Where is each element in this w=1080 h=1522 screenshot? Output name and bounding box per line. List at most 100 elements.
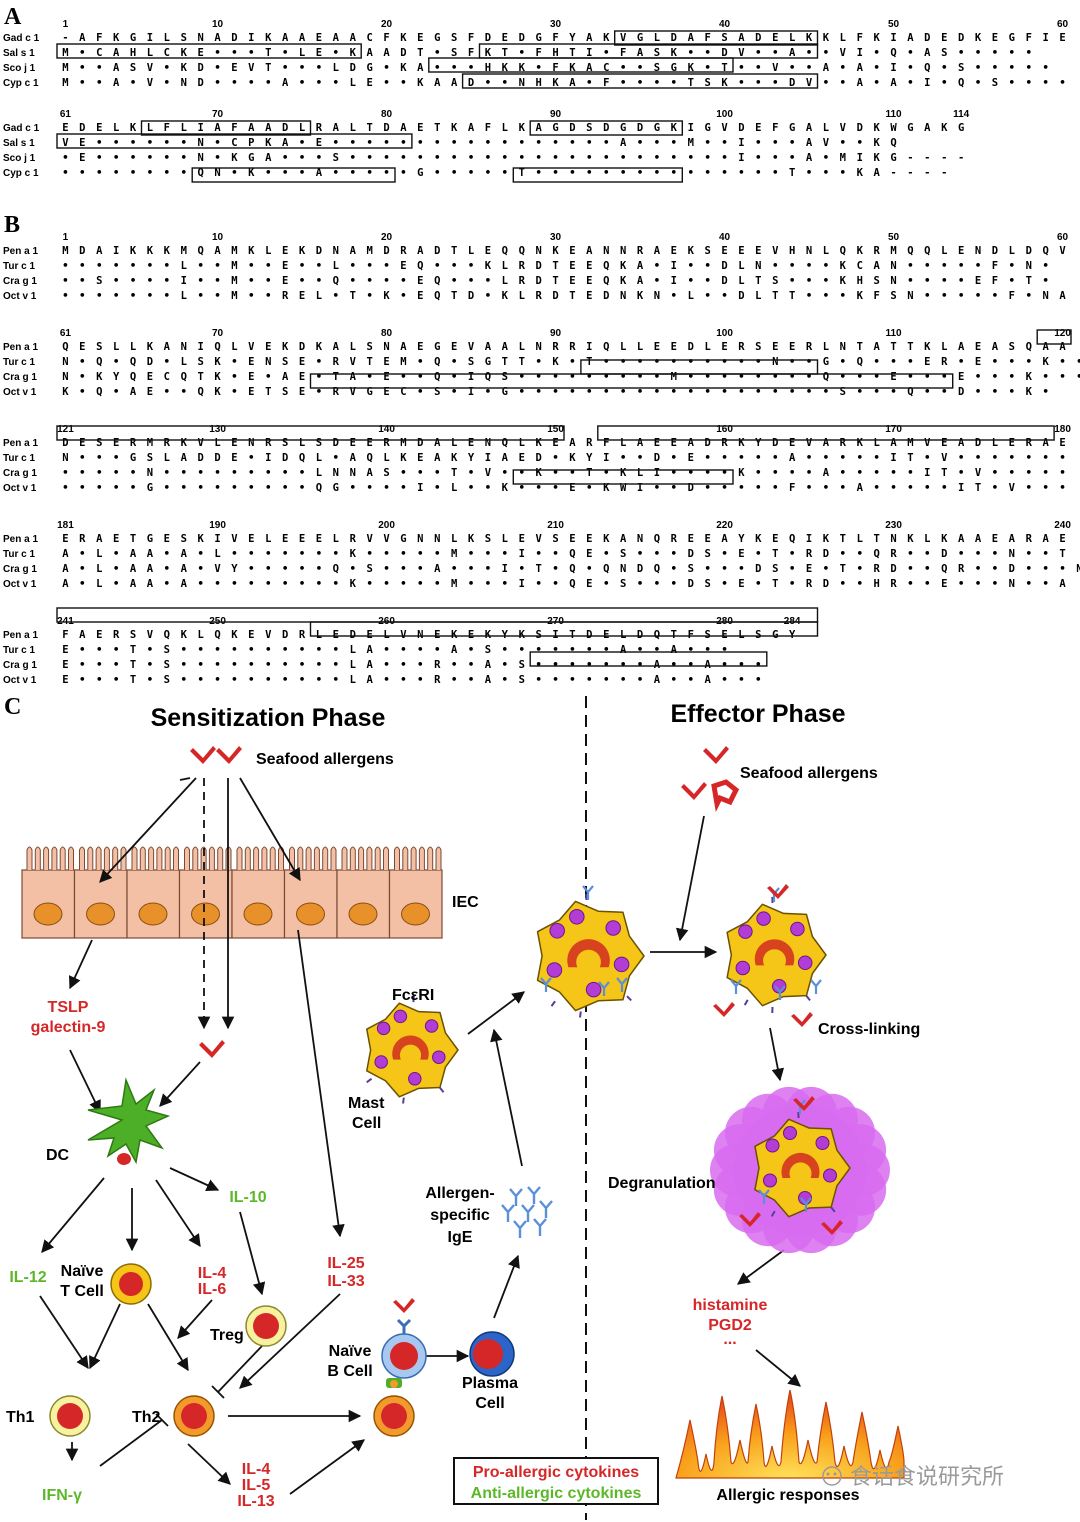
residue: • <box>654 644 660 656</box>
residue: • <box>620 386 626 398</box>
position-number: 100 <box>716 328 733 339</box>
residue: M <box>147 437 153 449</box>
residue: • <box>569 152 575 164</box>
residue: • <box>147 659 153 671</box>
legend-anti: Anti-allergic cytokines <box>471 1485 642 1502</box>
residue: L <box>654 32 660 44</box>
residue: C <box>400 386 406 398</box>
residue: • <box>823 260 829 272</box>
residue: • <box>265 167 271 179</box>
position-number: 80 <box>381 109 393 120</box>
residue: • <box>400 644 406 656</box>
residue: • <box>147 674 153 686</box>
residue: Q <box>96 386 102 398</box>
residue: K <box>975 32 982 44</box>
residue: Q <box>299 452 305 464</box>
residue: Y <box>789 629 796 641</box>
residue: K <box>265 137 272 149</box>
residue: K <box>941 122 948 134</box>
residue: K <box>181 437 188 449</box>
residue: L <box>857 533 863 545</box>
residue: T <box>772 548 778 560</box>
residue: • <box>130 275 136 287</box>
residue: • <box>164 386 170 398</box>
residue: K <box>603 32 610 44</box>
residue: • <box>282 167 288 179</box>
residue: E <box>1059 533 1065 545</box>
residue: A <box>147 578 154 590</box>
residue: • <box>975 62 981 74</box>
residue: K <box>873 152 880 164</box>
sequence-name: Oct v 1 <box>3 291 37 302</box>
residue: A <box>96 245 103 257</box>
position-number: 140 <box>378 424 395 435</box>
residue: • <box>400 290 406 302</box>
residue: L <box>147 47 153 59</box>
residue: • <box>79 452 85 464</box>
residue: E <box>941 32 947 44</box>
residue: E <box>366 77 372 89</box>
residue: • <box>569 674 575 686</box>
residue: • <box>519 137 525 149</box>
residue: A <box>1042 437 1049 449</box>
residue: K <box>214 356 221 368</box>
residue: • <box>96 482 102 494</box>
residue: • <box>417 467 423 479</box>
residue: • <box>738 371 744 383</box>
residue: • <box>637 578 643 590</box>
residue: K <box>350 578 357 590</box>
residue: K <box>873 122 880 134</box>
residue: I <box>890 62 896 74</box>
position-number: 114 <box>953 109 970 120</box>
residue: K <box>451 629 458 641</box>
residue: S <box>147 452 153 464</box>
residue: • <box>552 674 558 686</box>
residue: C <box>164 371 170 383</box>
residue: • <box>755 77 761 89</box>
residue: • <box>417 578 423 590</box>
residue: A <box>688 437 695 449</box>
residue: K <box>1042 356 1049 368</box>
residue: • <box>79 275 85 287</box>
residue: A <box>434 437 441 449</box>
residue: • <box>654 167 660 179</box>
residue: L <box>789 32 795 44</box>
epitope-box <box>597 425 1055 441</box>
residue: D <box>586 629 592 641</box>
residue: • <box>485 152 491 164</box>
residue: • <box>113 137 119 149</box>
residue: • <box>789 62 795 74</box>
position-number: 120 <box>1054 328 1071 339</box>
residue: • <box>873 62 879 74</box>
residue: • <box>958 275 964 287</box>
residue: • <box>603 467 609 479</box>
residue: • <box>806 167 812 179</box>
position-number: 1 <box>63 19 69 30</box>
residue: • <box>772 260 778 272</box>
sequence-name: Tur c 1 <box>3 357 35 368</box>
residue: • <box>417 386 423 398</box>
residue: • <box>975 371 981 383</box>
residue: • <box>721 674 727 686</box>
residue: T <box>789 167 795 179</box>
residue: S <box>688 563 694 575</box>
residue: I <box>738 137 744 149</box>
residue: • <box>1009 77 1015 89</box>
residue: • <box>671 77 677 89</box>
residue: T <box>941 467 947 479</box>
residue: • <box>721 356 727 368</box>
residue: I <box>113 245 119 257</box>
residue: • <box>620 62 626 74</box>
residue: E <box>721 629 727 641</box>
naive-t-cell <box>110 1263 152 1305</box>
residue: E <box>62 659 68 671</box>
residue: S <box>383 467 389 479</box>
residue: • <box>1009 371 1015 383</box>
residue: • <box>417 371 423 383</box>
residue: Q <box>857 356 863 368</box>
residue: R <box>671 533 678 545</box>
residue: E <box>417 275 423 287</box>
residue: V <box>62 137 69 149</box>
residue: L <box>96 578 102 590</box>
residue: S <box>333 152 339 164</box>
